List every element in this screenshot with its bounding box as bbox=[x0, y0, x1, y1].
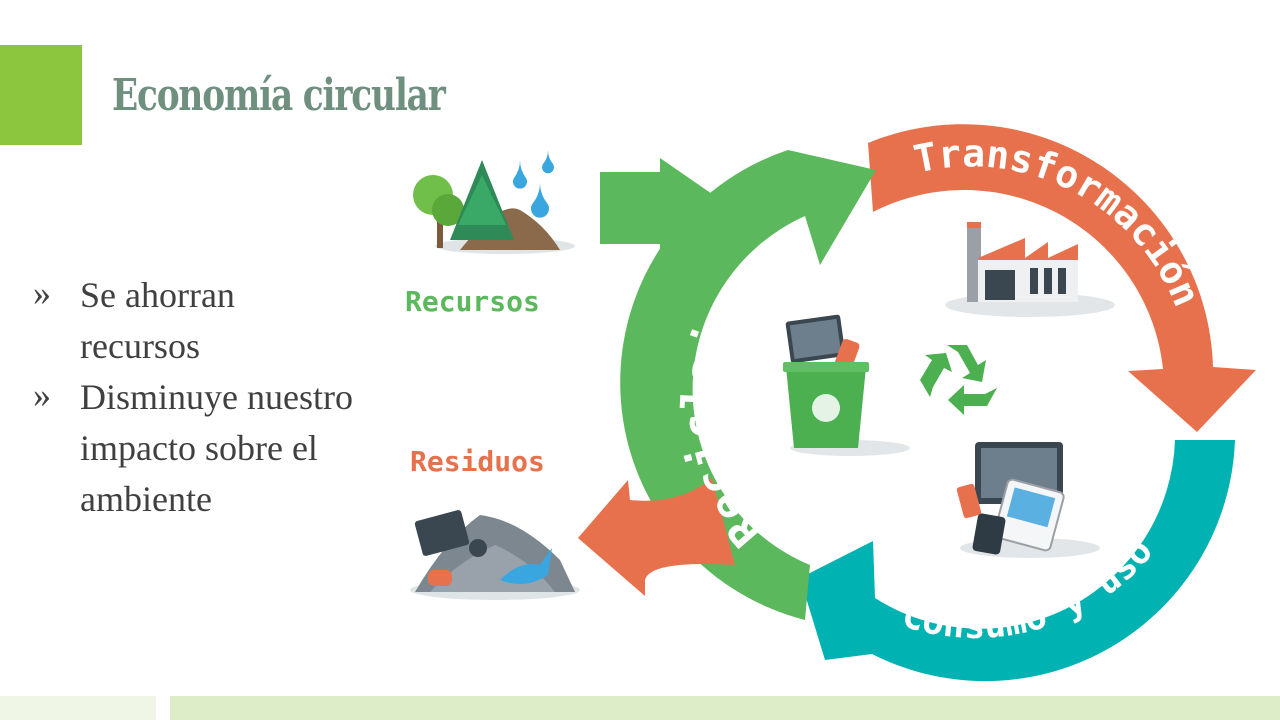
trees-water-icon bbox=[413, 150, 575, 254]
transformation-arrow bbox=[868, 124, 1256, 432]
footer-bar-left bbox=[0, 696, 156, 720]
bullet-item: » Se ahorran recursos bbox=[33, 270, 363, 372]
waste-output-arrow bbox=[578, 478, 735, 596]
resources-label: Recursos bbox=[405, 285, 540, 318]
bullet-list: » Se ahorran recursos » Disminuye nuestro … bbox=[33, 270, 363, 525]
bullet-text: Se ahorran recursos bbox=[80, 275, 235, 366]
slide-title: Economía circular bbox=[112, 70, 446, 121]
bullet-marker: » bbox=[33, 375, 51, 415]
resources-input-arrow bbox=[600, 158, 728, 258]
bullet-marker: » bbox=[33, 273, 51, 313]
factory-icon bbox=[945, 222, 1115, 317]
bullet-text: Disminuye nuestro impacto sobre el ambie… bbox=[80, 377, 353, 519]
waste-label: Residuos bbox=[410, 445, 545, 478]
consumption-arrow bbox=[800, 440, 1235, 682]
recycle-symbol-icon bbox=[920, 345, 997, 415]
recycle-bin-icon bbox=[783, 314, 910, 456]
accent-square bbox=[0, 45, 82, 145]
waste-pile-icon bbox=[410, 510, 580, 600]
devices-icon bbox=[956, 442, 1100, 558]
footer-bar-right bbox=[170, 696, 1280, 720]
bullet-item: » Disminuye nuestro impacto sobre el ambi… bbox=[33, 372, 363, 525]
